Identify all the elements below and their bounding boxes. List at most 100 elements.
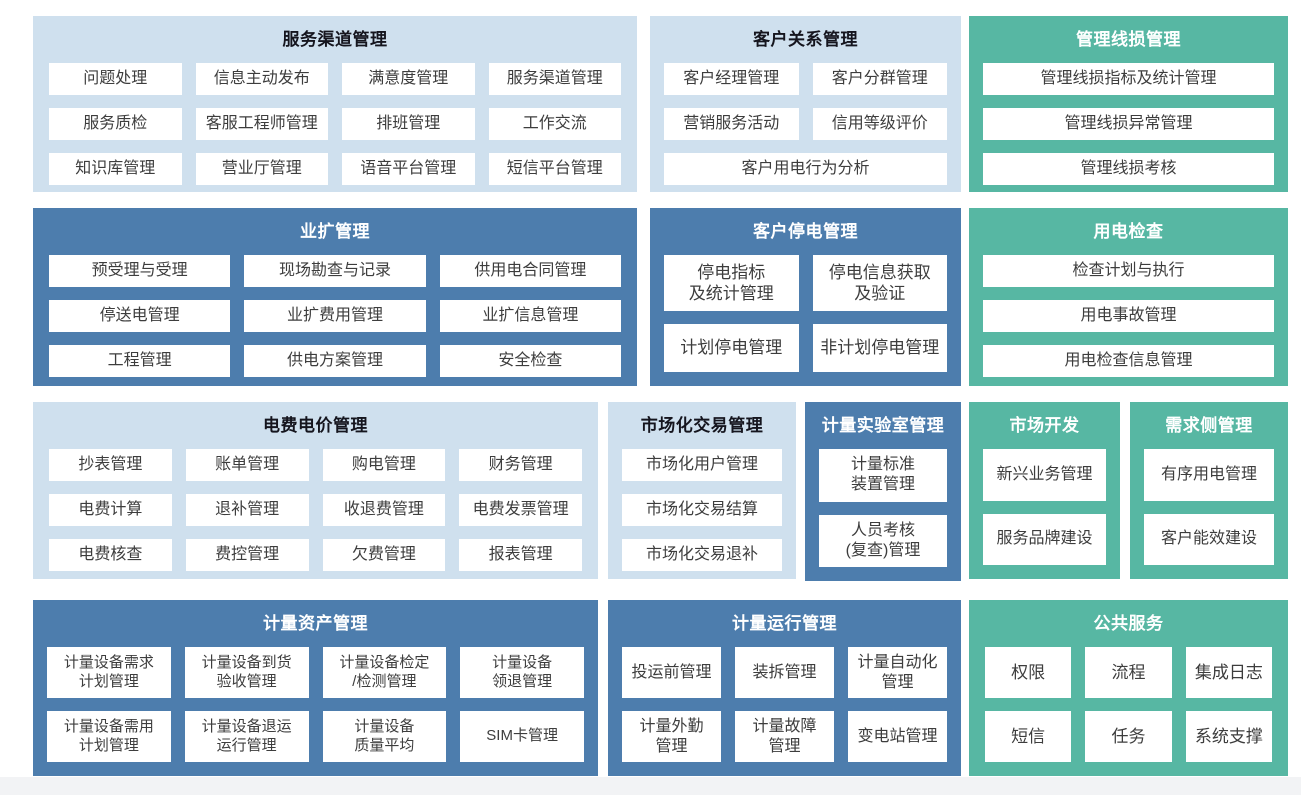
module-tile[interactable]: 计量标准 装置管理 [819,449,947,502]
demand-side-items: 有序用电管理 客户能效建设 [1130,442,1288,579]
module-tile[interactable]: 收退费管理 [322,494,446,527]
module-tile[interactable]: 计量外勤 管理 [622,711,721,762]
module-tile[interactable]: 安全检查 [439,345,621,378]
module-tile[interactable]: 业扩费用管理 [244,300,426,333]
module-tile[interactable]: 停电信息获取 及验证 [812,255,947,312]
module-tile[interactable]: 计量设备需用 计划管理 [47,711,171,762]
module-tile[interactable]: 服务质检 [49,108,182,141]
module-tile[interactable]: 管理线损异常管理 [983,108,1274,141]
module-tile[interactable]: 购电管理 [322,449,446,482]
module-tile[interactable]: 市场化交易结算 [622,494,782,527]
module-tile[interactable]: SIM卡管理 [460,711,584,762]
module-tile[interactable]: 客户用电行为分析 [664,153,947,186]
module-tile[interactable]: 语音平台管理 [342,153,475,186]
module-tile[interactable]: 计量设备需求 计划管理 [47,647,171,699]
module-tile[interactable]: 计量设备检定 /检测管理 [322,647,447,699]
module-tile[interactable]: 管理线损考核 [983,153,1274,186]
module-tile[interactable]: 预受理与受理 [49,255,231,288]
module-tile[interactable]: 满意度管理 [342,63,475,96]
module-tile[interactable]: 计量设备 质量平均 [322,711,447,762]
module-tile[interactable]: 业扩信息管理 [439,300,621,333]
block-public-service: 公共服务 权限 流程 集成日志 短信 任务 系统支撑 [969,600,1288,776]
module-tile[interactable]: 客服工程师管理 [195,108,328,141]
module-tile[interactable]: 管理线损指标及统计管理 [983,63,1274,96]
module-tile[interactable]: 装拆管理 [735,647,834,699]
block-title-line-loss: 管理线损管理 [1076,30,1181,49]
block-metering-lab: 计量实验室管理 计量标准 装置管理 人员考核 (复查)管理 [805,402,961,581]
module-tile[interactable]: 非计划停电管理 [812,324,947,372]
metering-lab-items: 计量标准 装置管理 人员考核 (复查)管理 [805,442,961,581]
module-tile[interactable]: 电费发票管理 [459,494,582,527]
module-tile[interactable]: 知识库管理 [49,153,182,186]
block-title-metering-operation: 计量运行管理 [732,614,837,633]
block-title-metering-asset: 计量资产管理 [263,614,368,633]
module-tile[interactable]: 集成日志 [1185,647,1272,699]
module-tile[interactable]: 抄表管理 [49,449,172,482]
module-tile[interactable]: 客户分群管理 [812,63,947,96]
module-tile[interactable]: 有序用电管理 [1144,449,1274,501]
module-tile[interactable]: 市场化用户管理 [622,449,782,482]
block-title-market-trade: 市场化交易管理 [640,416,764,435]
module-tile[interactable]: 停送电管理 [49,300,231,333]
module-tile[interactable]: 退补管理 [185,494,309,527]
module-tile[interactable]: 排班管理 [342,108,475,141]
block-title-demand-side: 需求侧管理 [1165,416,1253,435]
module-tile[interactable]: 任务 [1085,711,1172,762]
block-title-billing: 电费电价管理 [263,416,368,435]
module-tile[interactable]: 信用等级评价 [812,108,947,141]
module-tile[interactable]: 计量故障 管理 [735,711,834,762]
module-tile[interactable]: 工程管理 [49,345,231,378]
billing-items: 抄表管理 账单管理 购电管理 财务管理 电费计算 退补管理 收退费管理 电费发票… [33,442,598,585]
block-market-dev: 市场开发 新兴业务管理 服务品牌建设 [969,402,1120,579]
block-business-expansion: 业扩管理 预受理与受理 现场勘查与记录 供用电合同管理 停送电管理 业扩费用管理… [33,208,637,386]
block-title-public-service: 公共服务 [1093,614,1164,633]
module-tile[interactable]: 短信平台管理 [488,153,621,186]
block-title-market-dev: 市场开发 [1009,416,1080,435]
module-tile[interactable]: 检查计划与执行 [983,255,1274,288]
module-tile[interactable]: 信息主动发布 [195,63,328,96]
module-tile[interactable]: 短信 [985,711,1072,762]
module-tile[interactable]: 变电站管理 [848,711,947,762]
module-tile[interactable]: 计划停电管理 [664,324,799,372]
module-tile[interactable]: 服务渠道管理 [488,63,621,96]
module-tile[interactable]: 系统支撑 [1185,711,1272,762]
module-tile[interactable]: 计量设备到货 验收管理 [184,647,309,699]
module-tile[interactable]: 工作交流 [488,108,621,141]
module-tile[interactable]: 计量设备退运 运行管理 [184,711,309,762]
module-tile[interactable]: 市场化交易退补 [622,539,782,572]
power-inspection-items: 检查计划与执行 用电事故管理 用电检查信息管理 [969,248,1288,391]
module-tile[interactable]: 问题处理 [49,63,182,96]
module-tile[interactable]: 电费核查 [49,539,172,572]
block-title-customer-relation: 客户关系管理 [753,30,858,49]
block-metering-asset: 计量资产管理 计量设备需求 计划管理 计量设备到货 验收管理 计量设备检定 /检… [33,600,598,776]
module-tile[interactable]: 费控管理 [185,539,309,572]
module-tile[interactable]: 报表管理 [459,539,582,572]
module-tile[interactable]: 营业厅管理 [195,153,328,186]
module-tile[interactable]: 停电指标 及统计管理 [664,255,799,312]
module-tile[interactable]: 人员考核 (复查)管理 [819,514,947,567]
module-tile[interactable]: 供用电合同管理 [439,255,621,288]
module-tile[interactable]: 财务管理 [459,449,582,482]
block-title-metering-lab: 计量实验室管理 [821,416,945,435]
module-tile[interactable]: 客户能效建设 [1144,513,1274,565]
customer-relation-items: 客户经理管理 客户分群管理 营销服务活动 信用等级评价 客户用电行为分析 [650,56,961,199]
module-tile[interactable]: 计量设备 领退管理 [460,647,584,699]
module-tile[interactable]: 现场勘查与记录 [244,255,426,288]
module-tile[interactable]: 服务品牌建设 [983,513,1106,565]
module-tile[interactable]: 流程 [1085,647,1172,699]
module-tile[interactable]: 计量自动化 管理 [848,647,947,699]
module-tile[interactable]: 客户经理管理 [664,63,799,96]
block-title-business-expansion: 业扩管理 [300,222,370,241]
module-tile[interactable]: 用电事故管理 [983,300,1274,333]
module-tile[interactable]: 供电方案管理 [244,345,426,378]
module-tile[interactable]: 权限 [985,647,1072,699]
module-tile[interactable]: 欠费管理 [322,539,446,572]
module-tile[interactable]: 投运前管理 [622,647,721,699]
module-tile[interactable]: 新兴业务管理 [983,449,1106,501]
module-tile[interactable]: 账单管理 [185,449,309,482]
module-tile[interactable]: 用电检查信息管理 [983,345,1274,378]
module-tile[interactable]: 营销服务活动 [664,108,799,141]
market-dev-items: 新兴业务管理 服务品牌建设 [969,442,1120,579]
module-tile[interactable]: 电费计算 [49,494,172,527]
